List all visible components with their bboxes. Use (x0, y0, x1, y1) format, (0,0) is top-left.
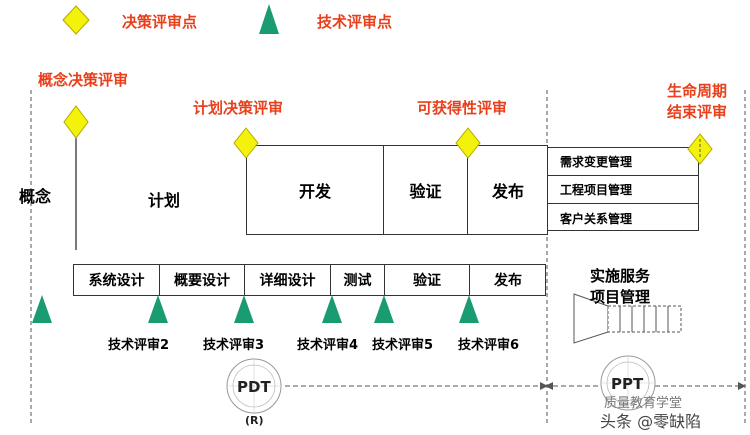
mgmt-engineering-project: 工程项目管理 (548, 176, 698, 204)
tech-review-3-label: 技术评审3 (203, 338, 265, 353)
tech-review-5-label: 技术评审5 (372, 338, 434, 353)
lower-phase-release: 发布 (494, 273, 522, 289)
phase-plan: 计划 (148, 191, 181, 210)
lower-phase-bar: 系统设计 概要设计 详细设计 测试 验证 发布 (73, 264, 546, 296)
mgmt-customer-relationship: 客户关系管理 (560, 211, 633, 226)
upper-phase-box: 开发 验证 发布 (246, 145, 548, 235)
pdt-label: PDT (237, 378, 271, 396)
phase-concept: 概念 (19, 187, 52, 206)
plan-decision-review: 计划决策评审 (193, 99, 284, 117)
tech-review-5-triangle (374, 295, 394, 323)
phase-verify: 验证 (384, 146, 468, 234)
watermark-top: 质量教育学堂 (604, 396, 683, 411)
pdt-sub-label: (R) (245, 414, 264, 427)
tech-review-6-label: 技术评审6 (458, 338, 520, 353)
lower-phase-outline-design: 概要设计 (160, 265, 245, 295)
lower-phase-test: 测试 (331, 265, 385, 295)
tech-review-4-triangle (322, 295, 342, 323)
watermark-bottom: 头条 @零缺陷 (600, 412, 702, 431)
phase-release: 发布 (491, 182, 524, 201)
lower-phase-system-design: 系统设计 (74, 265, 160, 295)
lower-phase-detailed-design: 详细设计 (245, 265, 331, 295)
ppt-label: PPT (611, 375, 644, 393)
tech-review-2-label: 技术评审2 (108, 338, 170, 353)
tech-review-6-triangle (459, 295, 479, 323)
phase-develop: 开发 (247, 146, 384, 234)
lower-phase-verify: 验证 (385, 265, 470, 295)
tech-review-3-triangle (234, 295, 254, 323)
implementation-project-management: 项目管理 (590, 288, 651, 306)
mgmt-requirement-change: 需求变更管理 (548, 148, 698, 176)
plan-decision-diamond (233, 127, 259, 159)
obtainable-review-diamond (455, 127, 481, 159)
obtainable-review: 可获得性评审 (417, 99, 508, 117)
legend-triangle-icon (259, 4, 279, 34)
tech-review-2-triangle (148, 295, 168, 323)
legend-tech-label: 技术评审点 (317, 13, 393, 31)
pdt-emblem-icon (226, 358, 282, 414)
tech-review-4-label: 技术评审4 (297, 338, 359, 353)
lifecycle-end-review-line1: 生命周期 (667, 82, 728, 100)
concept-decision-diamond (63, 105, 89, 139)
concept-decision-review: 概念决策评审 (38, 71, 129, 89)
lifecycle-end-review-line2: 结束评审 (667, 103, 728, 121)
legend-diamond-icon (62, 5, 90, 35)
management-box: 需求变更管理 工程项目管理 客户关系管理 (547, 147, 699, 231)
ppt-emblem-icon (600, 355, 656, 411)
implementation-service: 实施服务 (590, 267, 651, 285)
legend-decision-label: 决策评审点 (122, 13, 198, 31)
tech-review-1-triangle (32, 295, 52, 323)
